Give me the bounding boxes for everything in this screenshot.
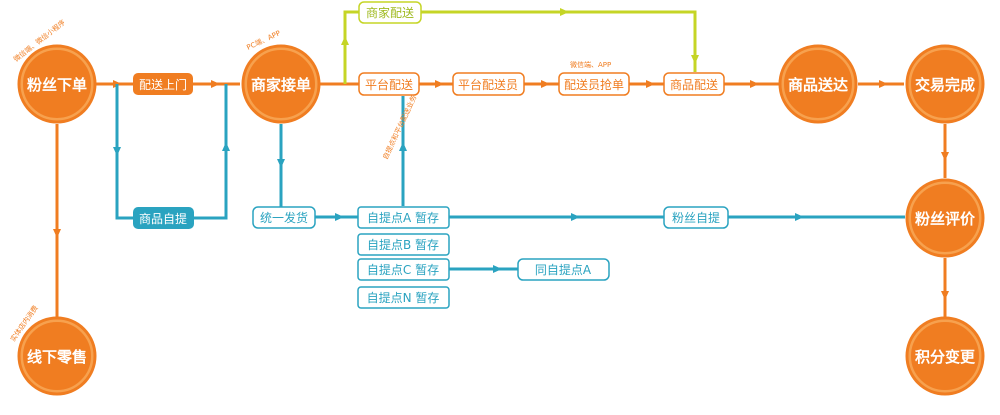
box-unified-shipping-label: 统一发货	[260, 210, 308, 225]
box-goods-delivery-label: 商品配送	[670, 77, 718, 92]
box-pickup-b-label: 自提点B 暂存	[367, 237, 439, 252]
box-self-pickup-goods-label: 商品自提	[139, 211, 187, 226]
flow-self-pickup-loop	[115, 84, 228, 220]
node-offline-retail-label: 线下零售	[27, 348, 87, 366]
node-goods-delivered-label: 商品送达	[788, 76, 848, 94]
box-goods-delivery: 商品配送	[663, 72, 725, 96]
note-pickup: 自提点和平台配送业务	[381, 94, 419, 161]
box-courier-grab: 配送员抢单	[558, 72, 630, 96]
box-platform-courier-label: 平台配送员	[458, 77, 518, 92]
box-self-pickup-goods: 商品自提	[133, 207, 194, 229]
box-pickup-a-label: 自提点A 暂存	[367, 210, 439, 225]
box-fans-self-pickup: 粉丝自提	[663, 206, 729, 229]
box-same-pickup-a-label: 同自提点A	[535, 262, 592, 277]
connectors	[53, 8, 949, 318]
node-fans-order: 粉丝下单	[17, 44, 97, 124]
node-fans-review-label: 粉丝评价	[915, 210, 976, 228]
node-merchant-accept-label: 商家接单	[251, 76, 311, 94]
box-unified-shipping: 统一发货	[252, 206, 316, 229]
box-pickup-n-label: 自提点N 暂存	[367, 290, 440, 305]
node-merchant-accept: 商家接单	[241, 44, 321, 124]
node-deal-complete: 交易完成	[905, 44, 985, 124]
box-pickup-a: 自提点A 暂存	[357, 206, 450, 229]
box-pickup-c-label: 自提点C 暂存	[367, 262, 439, 277]
box-platform-delivery: 平台配送	[358, 72, 420, 96]
note-courier-channel: 微信端、APP	[570, 60, 611, 69]
node-offline-retail: 线下零售	[17, 316, 97, 396]
node-fans-review: 粉丝评价	[905, 178, 985, 258]
box-platform-courier: 平台配送员	[452, 72, 525, 96]
box-door-delivery-label: 配送上门	[139, 77, 187, 92]
box-platform-delivery-label: 平台配送	[365, 77, 413, 92]
node-points-change-label: 积分变更	[915, 348, 976, 366]
box-pickup-b: 自提点B 暂存	[357, 233, 450, 256]
node-fans-order-label: 粉丝下单	[27, 76, 87, 94]
box-merchant-delivery: 商家配送	[358, 1, 422, 24]
box-merchant-delivery-label: 商家配送	[366, 5, 414, 20]
box-door-delivery: 配送上门	[133, 73, 193, 95]
box-pickup-c: 自提点C 暂存	[357, 258, 450, 281]
node-deal-complete-label: 交易完成	[915, 76, 975, 94]
box-courier-grab-label: 配送员抢单	[564, 77, 624, 92]
box-same-pickup-a: 同自提点A	[517, 258, 610, 281]
box-fans-self-pickup-label: 粉丝自提	[672, 210, 720, 225]
node-goods-delivered: 商品送达	[778, 44, 858, 124]
node-points-change: 积分变更	[905, 316, 985, 396]
box-pickup-n: 自提点N 暂存	[357, 286, 450, 309]
